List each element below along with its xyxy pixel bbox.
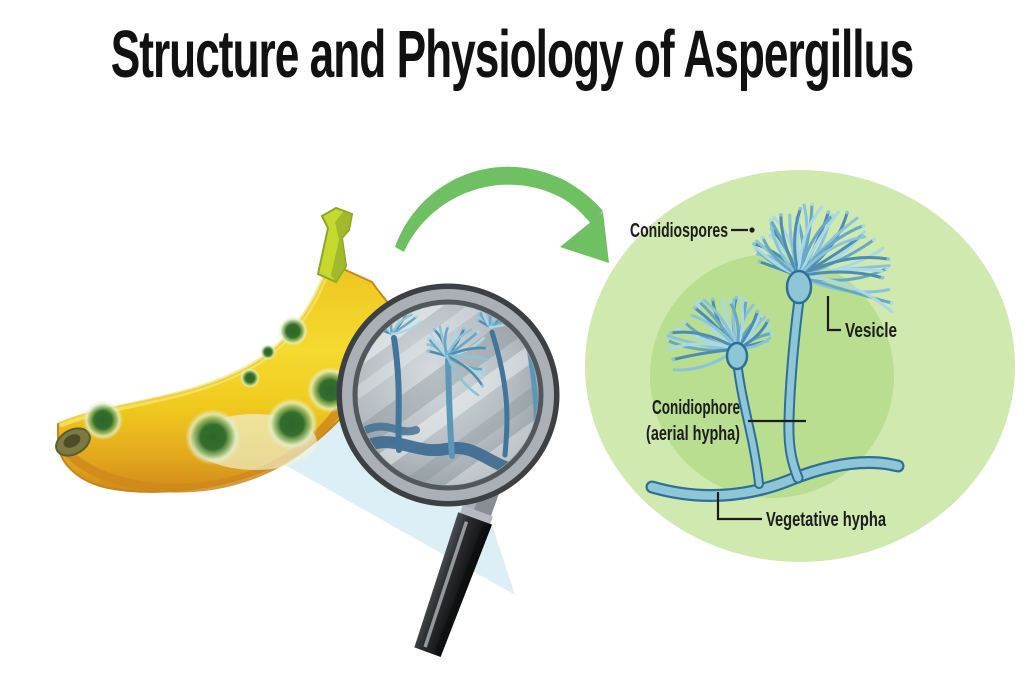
vegetative-hypha-label: Vegetative hypha — [766, 509, 887, 531]
label-conidiospores: Conidiospores — [630, 220, 755, 242]
vesicle-label: Vesicle — [845, 320, 897, 342]
magnifying-glass-icon — [336, 283, 560, 657]
label-vegetative-hypha: Vegetative hypha — [716, 492, 887, 531]
page-title: Structure and Physiology of Aspergillus — [0, 16, 1024, 93]
conidiophore-label: Conidiophore — [652, 397, 740, 419]
label-conidiophore: Conidiophore (aerial hypha) — [646, 397, 806, 445]
large-conidiophore-structure — [752, 202, 894, 484]
vegetative-hypha-structure — [645, 456, 905, 502]
title-text: Structure and Physiology of Aspergillus — [110, 17, 915, 92]
label-vesicle: Vesicle — [826, 296, 897, 342]
aspergillus-detail-circle: Conidiospores Vesicle Conidiophore (aeri… — [585, 170, 1015, 562]
moldy-banana-illustration — [55, 206, 400, 493]
curved-arrow-icon — [395, 166, 609, 263]
small-conidiophore-structure — [665, 295, 774, 489]
conidiophore-sub-label: (aerial hypha) — [646, 423, 740, 445]
conidiospores-label: Conidiospores — [630, 220, 728, 242]
